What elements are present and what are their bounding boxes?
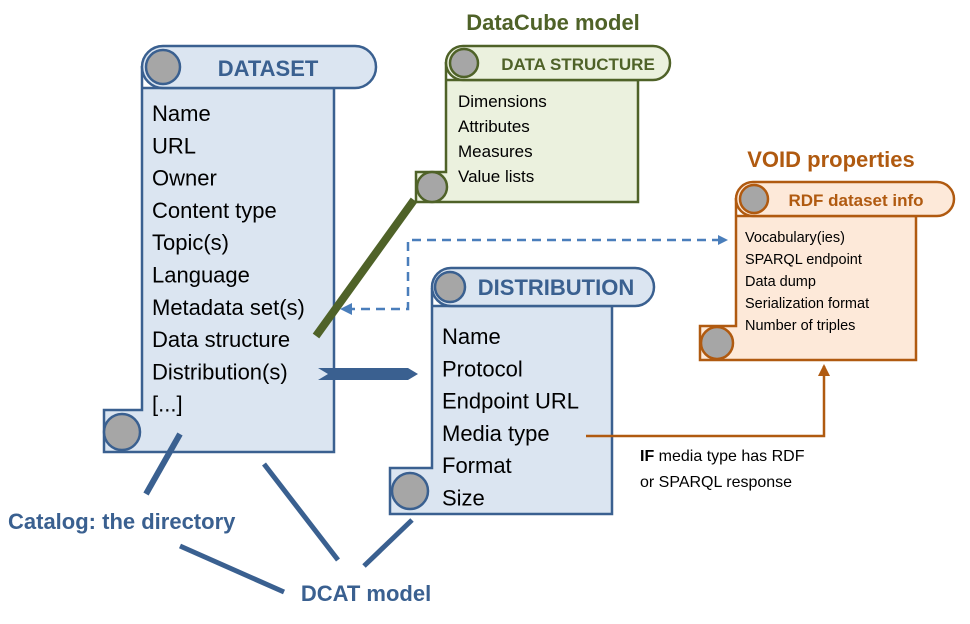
dataset-title: DATASET bbox=[218, 56, 319, 81]
datacube-field-0: Dimensions bbox=[458, 92, 547, 111]
condition-line-1: IF media type has RDF bbox=[640, 448, 805, 465]
dataset-field-7: Data structure bbox=[152, 327, 290, 352]
void-heading: VOID properties bbox=[747, 147, 914, 172]
dcat-catalog-line bbox=[178, 543, 286, 595]
void-scroll-header bbox=[734, 180, 956, 218]
catalog-dataset-line bbox=[143, 432, 183, 496]
catalog-label: Catalog: the directory bbox=[8, 509, 236, 534]
datacube-field-2: Measures bbox=[458, 142, 533, 161]
distribution-title: DISTRIBUTION bbox=[478, 275, 634, 300]
void-field-3: Serialization format bbox=[745, 296, 869, 312]
void-title: RDF dataset info bbox=[788, 191, 923, 210]
datacube-top-curl bbox=[448, 47, 480, 79]
void-scroll: VOID properties RDF dataset info Vocabul… bbox=[698, 147, 956, 362]
dataset-scroll-body bbox=[102, 66, 336, 454]
dataset-field-5: Language bbox=[152, 263, 250, 288]
distribution-field-2: Endpoint URL bbox=[442, 389, 579, 414]
metadata-arrowhead bbox=[340, 303, 352, 315]
dcat-dataset-line bbox=[262, 462, 340, 562]
dataset-field-2: Owner bbox=[152, 166, 217, 191]
distribution-field-5: Size bbox=[442, 486, 485, 511]
metadata-void-dashed-link bbox=[346, 235, 728, 311]
dcat-model-label: DCAT model bbox=[301, 581, 431, 606]
dataset-field-3: Content type bbox=[152, 198, 277, 223]
dataset-top-curl bbox=[144, 48, 182, 86]
distribution-field-0: Name bbox=[442, 324, 501, 349]
void-field-1: SPARQL endpoint bbox=[745, 252, 862, 268]
condition-line-2: or SPARQL response bbox=[640, 474, 792, 491]
distribution-field-1: Protocol bbox=[442, 356, 523, 381]
distribution-scroll-header bbox=[430, 266, 656, 308]
void-top-curl bbox=[738, 183, 770, 215]
void-field-2: Data dump bbox=[745, 274, 816, 290]
datacube-scroll: DataCube model DATA STRUCTURE Dimensions… bbox=[414, 10, 672, 204]
dataset-field-8: Distribution(s) bbox=[152, 359, 288, 384]
datacube-field-1: Attributes bbox=[458, 117, 530, 136]
dataset-field-9: [...] bbox=[152, 392, 183, 417]
distribution-field-3: Media type bbox=[442, 421, 550, 446]
distribution-link-arrow bbox=[318, 368, 418, 380]
dataset-field-0: Name bbox=[152, 101, 211, 126]
distribution-bottom-curl bbox=[390, 471, 430, 511]
dataset-field-1: URL bbox=[152, 133, 196, 158]
dcat-distribution-line bbox=[362, 518, 414, 568]
dataset-bottom-curl bbox=[102, 412, 142, 452]
mediatype-void-link bbox=[586, 364, 830, 438]
condition-line1-text: media type has RDF bbox=[654, 448, 805, 465]
datacube-heading: DataCube model bbox=[466, 10, 640, 35]
dataset-field-4: Topic(s) bbox=[152, 230, 229, 255]
datacube-field-3: Value lists bbox=[458, 167, 534, 186]
datacube-title: DATA STRUCTURE bbox=[501, 55, 655, 74]
datacube-scroll-header bbox=[444, 44, 672, 82]
dataset-field-6: Metadata set(s) bbox=[152, 295, 305, 320]
distribution-field-4: Format bbox=[442, 453, 512, 478]
datacube-bottom-curl bbox=[415, 170, 449, 204]
dataset-scroll-header bbox=[140, 44, 378, 90]
distribution-top-curl bbox=[433, 270, 467, 304]
void-bottom-curl bbox=[699, 325, 735, 361]
datastructure-link-line bbox=[312, 197, 418, 339]
void-field-4: Number of triples bbox=[745, 318, 855, 334]
void-field-0: Vocabulary(ies) bbox=[745, 230, 845, 246]
condition-bold: IF bbox=[640, 448, 654, 465]
